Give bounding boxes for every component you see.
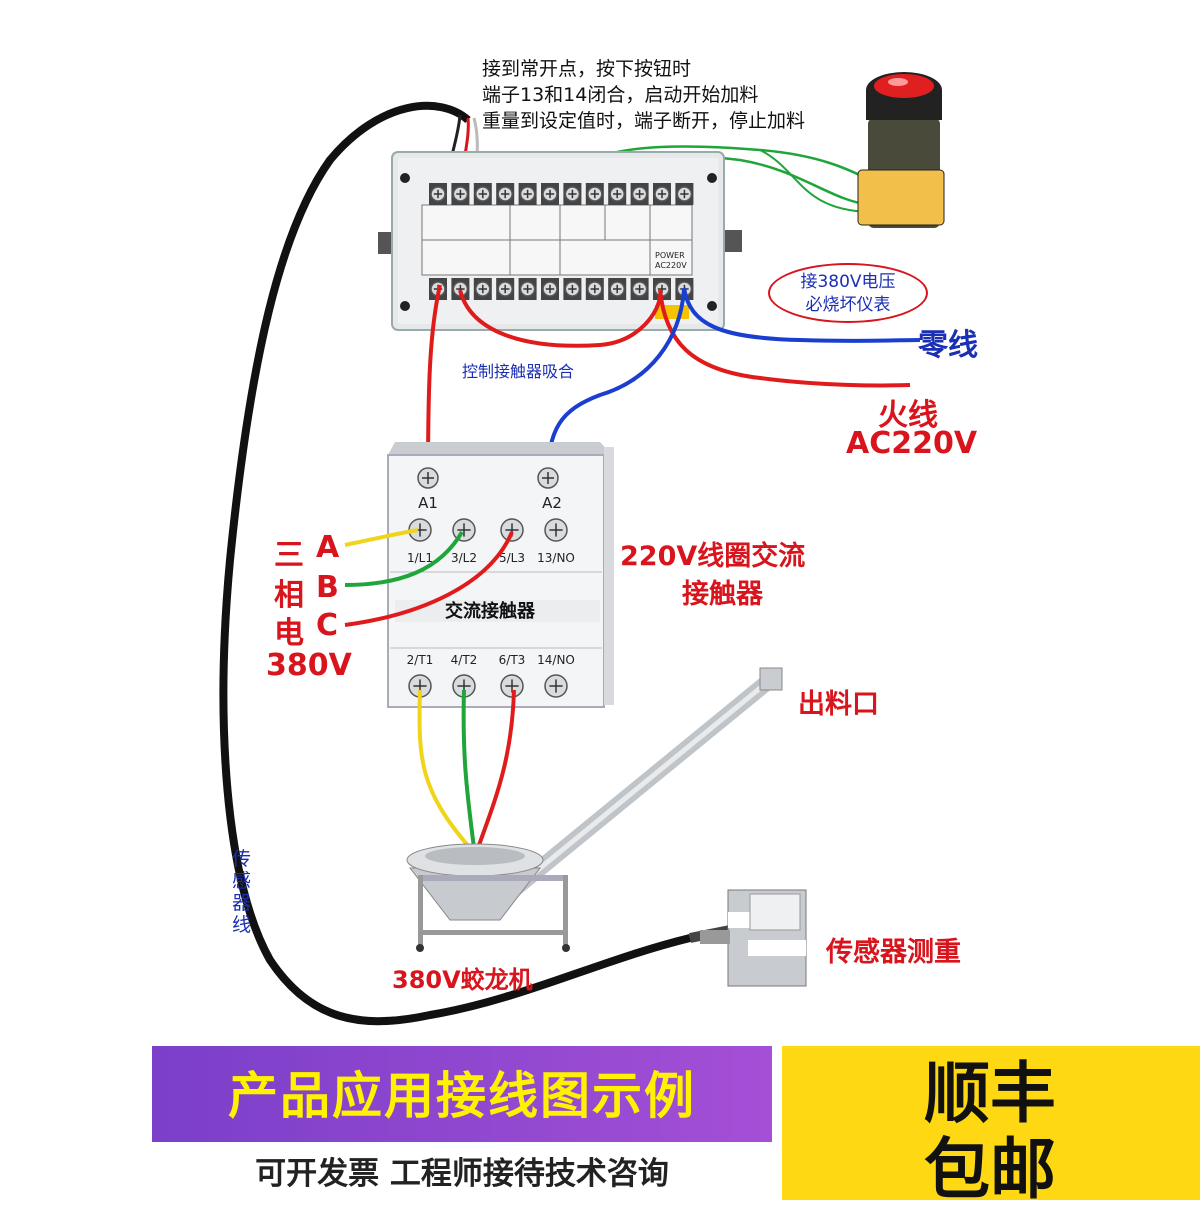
wire-phase-c [344, 531, 514, 627]
instruction-note: 接到常开点，按下按钮时 端子13和14闭合，启动开始加料 重量到设定值时，端子断… [482, 56, 805, 134]
wire-red-controller-to-a1 [458, 289, 662, 348]
live-label: 火线 [878, 398, 938, 433]
banner-subtitle-bg [152, 1142, 772, 1200]
outlet-label: 出料口 [798, 689, 879, 720]
three-phase-char-1: 三 [274, 538, 304, 573]
coil-label-2: 接触器 [682, 579, 763, 610]
shipping-line-2: 包邮 [924, 1131, 1056, 1208]
load-cell-sensor-icon [700, 889, 807, 987]
sensor-wire-label: 传 感 器 线 [232, 848, 256, 936]
term-1l1: 1/L1 [407, 551, 433, 565]
term-5l3: 5/L3 [499, 551, 525, 565]
term-13no: 13/NO [537, 551, 575, 565]
wire-out-red [476, 689, 516, 849]
shipping-badge-bg [782, 1046, 1200, 1200]
wire-phase-b [344, 530, 464, 587]
note-line-3: 重量到设定值时，端子断开，停止加料 [482, 110, 806, 132]
contactor-body: A1 A2 1/L1 3/L2 5/L3 13/NO 2/T1 4/T2 6/T… [387, 442, 614, 708]
term-a2-label: A2 [542, 494, 562, 512]
term-6t3: 6/T3 [499, 653, 526, 667]
v380-label: 380V [266, 648, 352, 683]
power-label: POWER [655, 251, 685, 260]
neutral-label: 零线 [918, 328, 978, 363]
warning-line-1: 接380V电压 [800, 272, 896, 292]
wire-blue-neutral [682, 287, 921, 343]
control-label: 控制接触器吸合 [462, 362, 575, 381]
phase-c-label: C [316, 608, 339, 643]
sensor-wire-char-1: 传 [232, 848, 252, 870]
wire-red-live [658, 289, 911, 388]
wire-out-green [461, 689, 476, 849]
sensor-wire-char-3: 器 [232, 892, 252, 914]
banner-title-bg [152, 1046, 772, 1142]
note-line-1: 接到常开点，按下按钮时 [482, 58, 692, 80]
warning-line-2: 必烧坏仪表 [805, 295, 891, 315]
contactor-title: 交流接触器 [445, 600, 536, 622]
note-line-2: 端子13和14闭合，启动开始加料 [482, 84, 759, 106]
button-wire-green-3 [759, 149, 871, 213]
auger-machine-icon [406, 667, 783, 952]
phase-a-label: A [316, 530, 340, 565]
controller-bottom-terminals [429, 278, 694, 300]
contactor-screws [408, 467, 568, 698]
wire-blue-a2 [546, 289, 686, 479]
shipping-line-1: 顺丰 [924, 1055, 1056, 1132]
term-2t1: 2/T1 [407, 653, 434, 667]
term-3l2: 3/L2 [451, 551, 477, 565]
coil-label-1: 220V线圈交流 [620, 541, 806, 572]
three-phase-char-2: 相 [274, 578, 304, 613]
sensor-weigh-label: 传感器测重 [826, 937, 961, 968]
phase-b-label: B [316, 570, 339, 605]
sensor-wire-char-4: 线 [232, 914, 252, 936]
term-4t2: 4/T2 [451, 653, 478, 667]
ac220-label-text: AC220V [846, 426, 978, 461]
ac220-label: AC220V [655, 261, 687, 270]
term-14no: 14/NO [537, 653, 575, 667]
push-button-icon[interactable] [857, 72, 945, 228]
three-phase-char-3: 电 [274, 616, 304, 651]
wire-out-yellow [417, 689, 472, 850]
auger-label: 380V蛟龙机 [392, 966, 533, 994]
sensor-cable [219, 101, 691, 1026]
controller-top-terminals [429, 183, 694, 205]
term-a1-label: A1 [418, 494, 438, 512]
voltage-warning: 接380V电压 必烧坏仪表 [768, 263, 928, 323]
banner-title: 产品应用接线图示例 [228, 1067, 696, 1125]
wire-phase-a [344, 528, 419, 547]
sensor-wire-char-2: 感 [232, 870, 252, 892]
banner-subtitle: 可开发票 工程师接待技术咨询 [255, 1156, 669, 1192]
